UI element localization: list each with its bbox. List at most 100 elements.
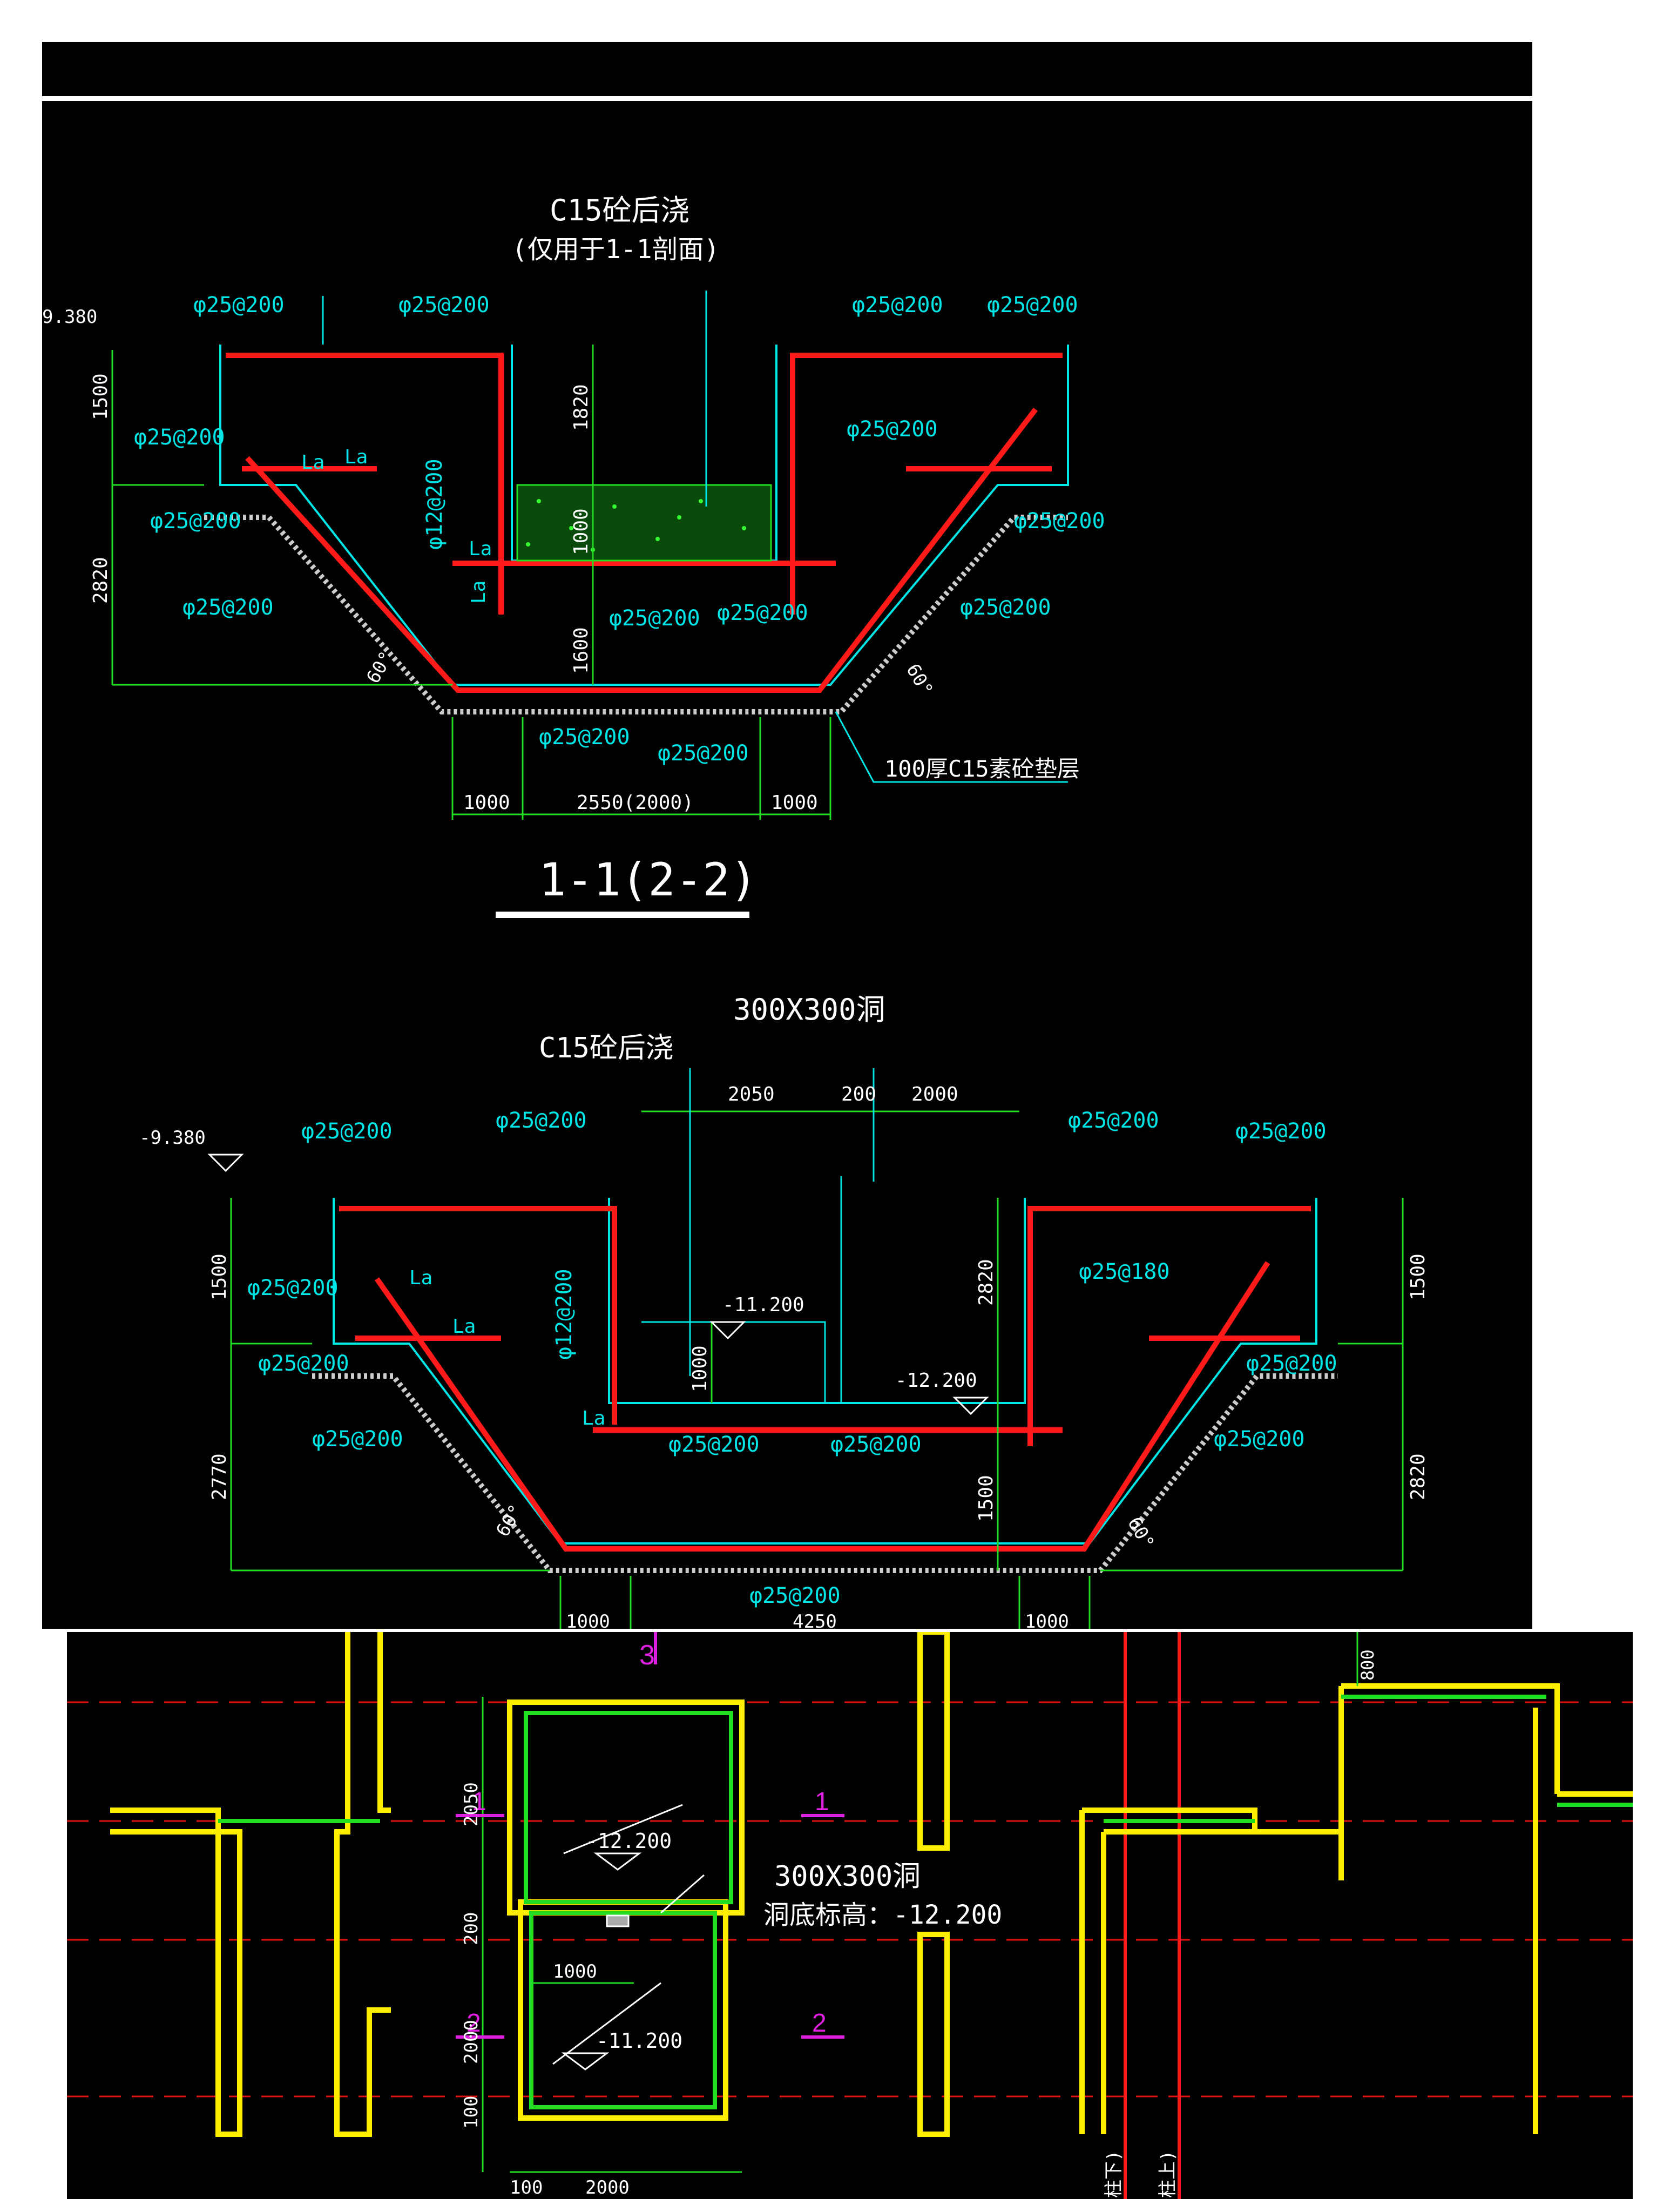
s1-la-label: La	[344, 446, 368, 468]
section1-geometry	[111, 291, 1069, 918]
s2-rebar-label: φ25@200	[258, 1351, 349, 1376]
s2-top-dim: 2000	[911, 1083, 958, 1105]
s1-angle: 60°	[902, 660, 937, 700]
s2-stirrup-label: φ12@200	[552, 1269, 577, 1360]
plan-left-dim: 100	[461, 2096, 482, 2129]
s2-rebar-label: φ25@200	[247, 1276, 339, 1300]
s2-bottom-dim: 4250	[793, 1611, 837, 1629]
plan-hole-note: 300X300洞	[774, 1860, 921, 1893]
s2-bottom-dim: 1000	[1025, 1611, 1069, 1629]
s1-rebar-label: φ25@200	[1014, 509, 1105, 534]
s1-rebar-label: φ25@200	[987, 293, 1078, 318]
s1-bottom-dim: 1000	[463, 792, 510, 814]
plan-section-marks	[456, 1632, 844, 2039]
s1-rebar-label: φ25@200	[182, 595, 274, 620]
s1-rebar-label: φ25@200	[847, 417, 938, 442]
s2-callout: C15砼后浇	[539, 1032, 674, 1064]
s1-callout-top: C15砼后浇	[550, 193, 690, 227]
s1-elevation: 9.380	[42, 306, 97, 328]
s2-top-dim: 2050	[728, 1083, 775, 1105]
plan-axis-label: 柱上)	[1157, 2150, 1179, 2198]
cad-drawing-sections: C15砼后浇 (仅用于1-1剖面) 9.380 φ25@200 φ25@200 …	[42, 42, 1532, 1629]
s2-la-label: La	[452, 1316, 476, 1338]
s2-top-dim: 200	[841, 1083, 876, 1105]
plan-level: -12.200	[585, 1829, 672, 1853]
plan-green-lines	[218, 1695, 1633, 2109]
s2-vdim: 2820	[975, 1259, 997, 1306]
plan-canvas: 3 1 1 2 2 2050 200 2000 100 100 2000 100…	[67, 1632, 1633, 2199]
plan-section-mark: 2	[466, 2009, 481, 2038]
s1-rebar-label: φ25@200	[852, 293, 943, 318]
s1-rebar-label: φ25@200	[150, 509, 241, 534]
s2-rebar-label: φ25@200	[301, 1119, 393, 1144]
s2-rebar-label: φ25@200	[1235, 1119, 1327, 1144]
s2-angle: 60°	[1123, 1514, 1158, 1553]
section2-geometry	[207, 1068, 1404, 1629]
s2-rebar-label: φ25@200	[1214, 1427, 1305, 1452]
s1-la-label: La	[469, 538, 492, 560]
header-rule	[42, 96, 1532, 101]
s1-vdim: 1600	[570, 627, 592, 674]
s2-rebar-label: φ25@200	[668, 1432, 760, 1457]
s1-callout-sub: (仅用于1-1剖面)	[512, 234, 720, 265]
s1-la-label: La	[301, 451, 324, 474]
s2-rebar-label: φ25@200	[1068, 1108, 1159, 1133]
s2-vdim: 1000	[689, 1345, 711, 1392]
plan-walls	[110, 1632, 1633, 2137]
plan-hole-bottom: 洞底标高：-12.200	[763, 1900, 1002, 1930]
plan-grid-lines	[67, 1701, 1633, 2098]
s1-rebar-label: φ25@200	[539, 725, 630, 750]
s1-title: 1-1(2-2)	[539, 853, 758, 906]
s2-rebar-label: φ25@200	[496, 1108, 587, 1133]
s1-vdim: 2820	[90, 557, 112, 604]
s1-la-label: La	[468, 581, 490, 604]
s1-rebar-label: φ25@200	[134, 425, 225, 450]
s1-rebar-label: φ25@200	[658, 741, 749, 766]
s2-vdim: 1500	[1407, 1253, 1429, 1300]
s2-vdim: 1500	[975, 1475, 997, 1522]
s2-la-label: La	[409, 1267, 432, 1289]
plan-bottom-dim: 100	[510, 2177, 543, 2198]
plan-section-mark: 2	[812, 2009, 827, 2038]
s2-rebar-label: φ25@200	[1246, 1351, 1337, 1376]
plan-bottom-dim: 2000	[585, 2177, 630, 2198]
s1-rebar-label: φ25@200	[960, 595, 1051, 620]
s2-rebar-label: φ25@200	[830, 1432, 922, 1457]
s1-rebar-label: φ25@200	[609, 606, 700, 631]
s1-vdim: 1000	[570, 508, 592, 555]
s1-vdim: 1820	[570, 384, 592, 431]
plan-section-mark: 1	[815, 1788, 829, 1816]
s2-rebar-label: φ25@200	[749, 1583, 841, 1608]
s2-vdim: 2820	[1407, 1453, 1429, 1500]
s2-elevation: -9.380	[139, 1127, 206, 1149]
s2-rebar-label: φ25@200	[312, 1427, 403, 1452]
sections-canvas: C15砼后浇 (仅用于1-1剖面) 9.380 φ25@200 φ25@200 …	[42, 96, 1532, 1629]
plan-inner-dim: 1000	[553, 1961, 597, 1982]
plan-left-dim: 2000	[461, 2020, 482, 2064]
plan-level: -11.200	[596, 2029, 682, 2053]
plan-level-symbols	[552, 1804, 705, 2071]
s2-vdim: 2770	[208, 1453, 231, 1500]
s2-bottom-dim: 1000	[566, 1611, 610, 1629]
s2-hole-note: 300X300洞	[733, 993, 885, 1027]
plan-section-mark: 1	[472, 1788, 486, 1816]
plan-section-mark: 3	[639, 1640, 655, 1671]
s1-stirrup-label: φ12@200	[422, 458, 447, 550]
plan-dims	[482, 1632, 1358, 2173]
s2-level: -11.200	[722, 1294, 804, 1316]
plan-left-dim: 2050	[461, 1782, 482, 1826]
s1-rebar-label: φ25@200	[193, 293, 285, 318]
s1-bottom-dim: 1000	[771, 792, 818, 814]
s2-la-label: La	[582, 1407, 605, 1429]
s1-rebar-label: φ25@200	[398, 293, 490, 318]
s2-vdim: 1500	[208, 1253, 231, 1300]
plan-left-dim: 200	[461, 1912, 482, 1945]
s2-level: -12.200	[895, 1370, 977, 1392]
cad-plan-view: 3 1 1 2 2 2050 200 2000 100 100 2000 100…	[67, 1632, 1633, 2199]
plan-axis-label: 柱下)	[1103, 2150, 1125, 2198]
s1-cushion-note: 100厚C15素砼垫层	[884, 756, 1080, 782]
s1-rebar-label: φ25@200	[717, 601, 808, 625]
s1-vdim: 1500	[90, 373, 112, 420]
s2-rebar-180: φ25@180	[1079, 1259, 1170, 1284]
plan-right-dim: 800	[1357, 1649, 1378, 1681]
